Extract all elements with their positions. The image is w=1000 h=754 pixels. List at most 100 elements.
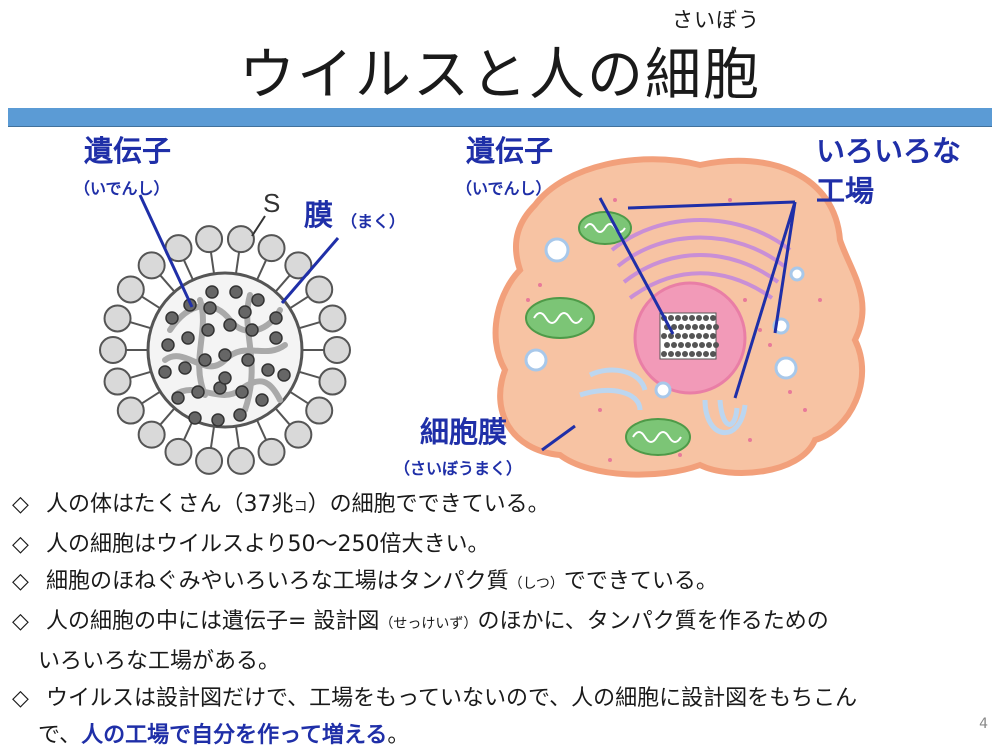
gene-dot (218, 371, 232, 385)
factory-pointer-1 (627, 200, 796, 210)
ribosome-dot (613, 198, 617, 202)
ribosome-dot (728, 198, 732, 202)
pointer-lines (138, 194, 797, 452)
virus-spike-head (226, 446, 255, 475)
bullet-5-continuation: で、人の工場で自分を作って増える。 (12, 717, 977, 754)
virus-illustration: S (99, 188, 351, 475)
ribosome-dot (743, 298, 747, 302)
virus-gene-reading: （いでんし） (74, 179, 170, 198)
bullet-5-emphasis: 人の工場で自分を作って増える (81, 723, 388, 748)
gene-dot (245, 323, 259, 337)
virus-spike-stalk (128, 320, 153, 330)
virus-spike-head (318, 367, 347, 396)
bullet-4-text-b: のほかに、タンパク質を作るための (477, 609, 829, 634)
diamond-bullet-icon: ◇ (12, 609, 29, 634)
virus-spike-stalk (297, 320, 322, 330)
bullet-5-end: 。 (387, 723, 410, 748)
cell-gene-dot (675, 315, 681, 321)
ribosome-dot (758, 328, 762, 332)
gene-dot (218, 348, 232, 362)
bullet-4-continuation: いろいろな工場がある。 (38, 649, 281, 674)
virus-spike-stalk (255, 258, 268, 282)
gene-dot (198, 353, 212, 367)
bullet-4-text-a: 人の細胞の中には遺伝子= 設計図 (46, 609, 380, 634)
cell-gene-dot (671, 342, 677, 348)
virus-spike-head (226, 225, 255, 254)
gene-dot (165, 311, 179, 325)
cell-gene-dot (710, 351, 716, 357)
cell-gene-label: 遺伝子 (466, 134, 554, 168)
virus-gene-label: 遺伝子 (84, 134, 172, 168)
cell-gene-dot (689, 351, 695, 357)
cell-gene-dot (671, 324, 677, 330)
ribosome-dot (768, 343, 772, 347)
virus-spike-stalk (255, 418, 268, 442)
virus-spike-stalk (182, 258, 195, 282)
virus-spikes (99, 225, 351, 475)
cell-gene-dot (713, 342, 719, 348)
virus-spike-head (137, 251, 166, 280)
gene-dot (181, 331, 195, 345)
virus-membrane-label: 膜 (304, 198, 334, 232)
cell-gene-dot (675, 333, 681, 339)
virus-spike-stalk (140, 390, 162, 405)
bullet-1-text-a: 人の体はたくさん（37兆 (46, 492, 294, 517)
cell-gene-dot (710, 333, 716, 339)
ribosomes (526, 198, 822, 462)
bullet-item: ◇ ウイルスは設計図だけで、工場をもっていないので、人の細胞に設計図をもちこん (12, 680, 977, 717)
virus-spike-head (195, 446, 224, 475)
cell-gene-dot (703, 315, 709, 321)
virus-spike-head (195, 225, 224, 254)
gene-dot (238, 305, 252, 319)
ribosome-dot (526, 298, 530, 302)
virus-spike-stalk (209, 425, 216, 450)
cell-gene-dot (689, 333, 695, 339)
virus-spike-stalk (274, 273, 292, 294)
cell-illustration (492, 156, 866, 478)
virus-spike-head (116, 275, 145, 304)
virus-spike-stalk (234, 250, 241, 275)
gene-dot (203, 301, 217, 315)
vesicles (524, 237, 805, 399)
gene-dot (269, 331, 283, 345)
virus-spike-label: S (263, 188, 280, 218)
bullet-1-small: コ (293, 499, 308, 515)
virus-gene-pointer (138, 194, 194, 308)
ribosome-dot (803, 408, 807, 412)
spike-pointer (251, 215, 266, 237)
diamond-bullet-icon: ◇ (12, 492, 29, 517)
cell-gene-dot (685, 342, 691, 348)
gene-dot (158, 365, 172, 379)
virus-spike-head (116, 396, 145, 425)
virus-spike-head (305, 396, 334, 425)
bullet-item: ◇ 人の細胞の中には遺伝子= 設計図（せっけいず）のほかに、タンパク質を作るため… (12, 603, 977, 643)
cell-gene-pointer (598, 197, 675, 335)
cell-gene-dot (682, 315, 688, 321)
cell-gene-dot (682, 333, 688, 339)
cell-gene-dot (713, 324, 719, 330)
cell-gene-dot (706, 342, 712, 348)
bullet-item: ◇ 人の体はたくさん（37兆コ）の細胞でできている。 (12, 486, 977, 526)
cell-gene-dot (696, 315, 702, 321)
bullet-list: ◇ 人の体はたくさん（37兆コ）の細胞でできている。 ◇ 人の細胞はウイルスより… (12, 486, 977, 754)
cell-gene-dot (675, 351, 681, 357)
virus-spike-head (284, 420, 313, 449)
ribosome-dot (788, 390, 792, 394)
cell-membrane-reading: （さいぼうまく） (394, 459, 523, 478)
ribosome-dot (608, 458, 612, 462)
cell-membrane-label: 細胞膜 (420, 415, 508, 449)
factory-pointer-3 (733, 201, 797, 399)
cell-gene-dot (668, 351, 674, 357)
gene-dot (223, 318, 237, 332)
bullet-5-text-b: で、 (38, 723, 82, 748)
virus-spike-stalk (128, 370, 153, 380)
factory-label-line1: いろいろな (816, 134, 962, 168)
virus-spike-stalk (288, 295, 310, 310)
cell-gene-dot (664, 342, 670, 348)
ribosome-dot (678, 453, 682, 457)
page-title: ウイルスと人の細胞 (239, 43, 761, 108)
cell-gene-dot (661, 351, 667, 357)
ribosome-dot (748, 438, 752, 442)
diamond-bullet-icon: ◇ (12, 532, 29, 557)
